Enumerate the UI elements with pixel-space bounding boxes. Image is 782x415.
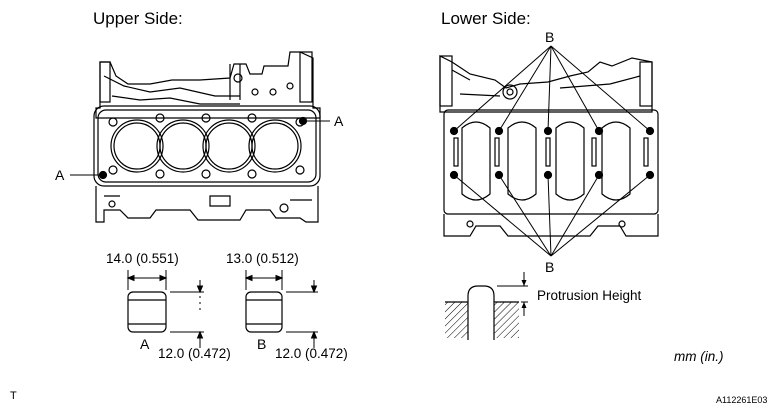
callout-b-top: B (545, 29, 555, 45)
footer-left-mark: T (10, 390, 17, 402)
upper-side-block-drawing (93, 51, 321, 223)
units-label: mm (in.) (674, 349, 724, 364)
figure-id: A112261E03 (716, 395, 768, 405)
pin-a-width-label: 14.0 (0.551) (106, 251, 179, 266)
protrusion-drawing (445, 272, 528, 340)
pin-a-height-label: 12.0 (0.472) (158, 346, 231, 361)
b-leader-lines-top (453, 45, 651, 132)
pin-a-drawing (127, 291, 167, 333)
pin-b-height-label: 12.0 (0.472) (275, 346, 348, 361)
callout-a-left: A (55, 167, 65, 183)
pin-a-dimensions (126, 270, 204, 348)
b-leader-lines-bottom (453, 174, 651, 257)
pin-b-drawing (245, 291, 283, 333)
pin-b-width-label: 13.0 (0.512) (226, 251, 299, 266)
lower-side-title: Lower Side: (441, 9, 531, 28)
lower-side-block-drawing (439, 55, 659, 237)
upper-side-title: Upper Side: (93, 9, 183, 28)
pin-a-letter: A (140, 336, 150, 352)
protrusion-height-label: Protrusion Height (537, 288, 642, 303)
callout-a-right: A (334, 113, 344, 129)
callout-b-bottom: B (545, 259, 555, 275)
pin-b-letter: B (257, 336, 267, 352)
pin-b-dimensions (244, 270, 318, 348)
